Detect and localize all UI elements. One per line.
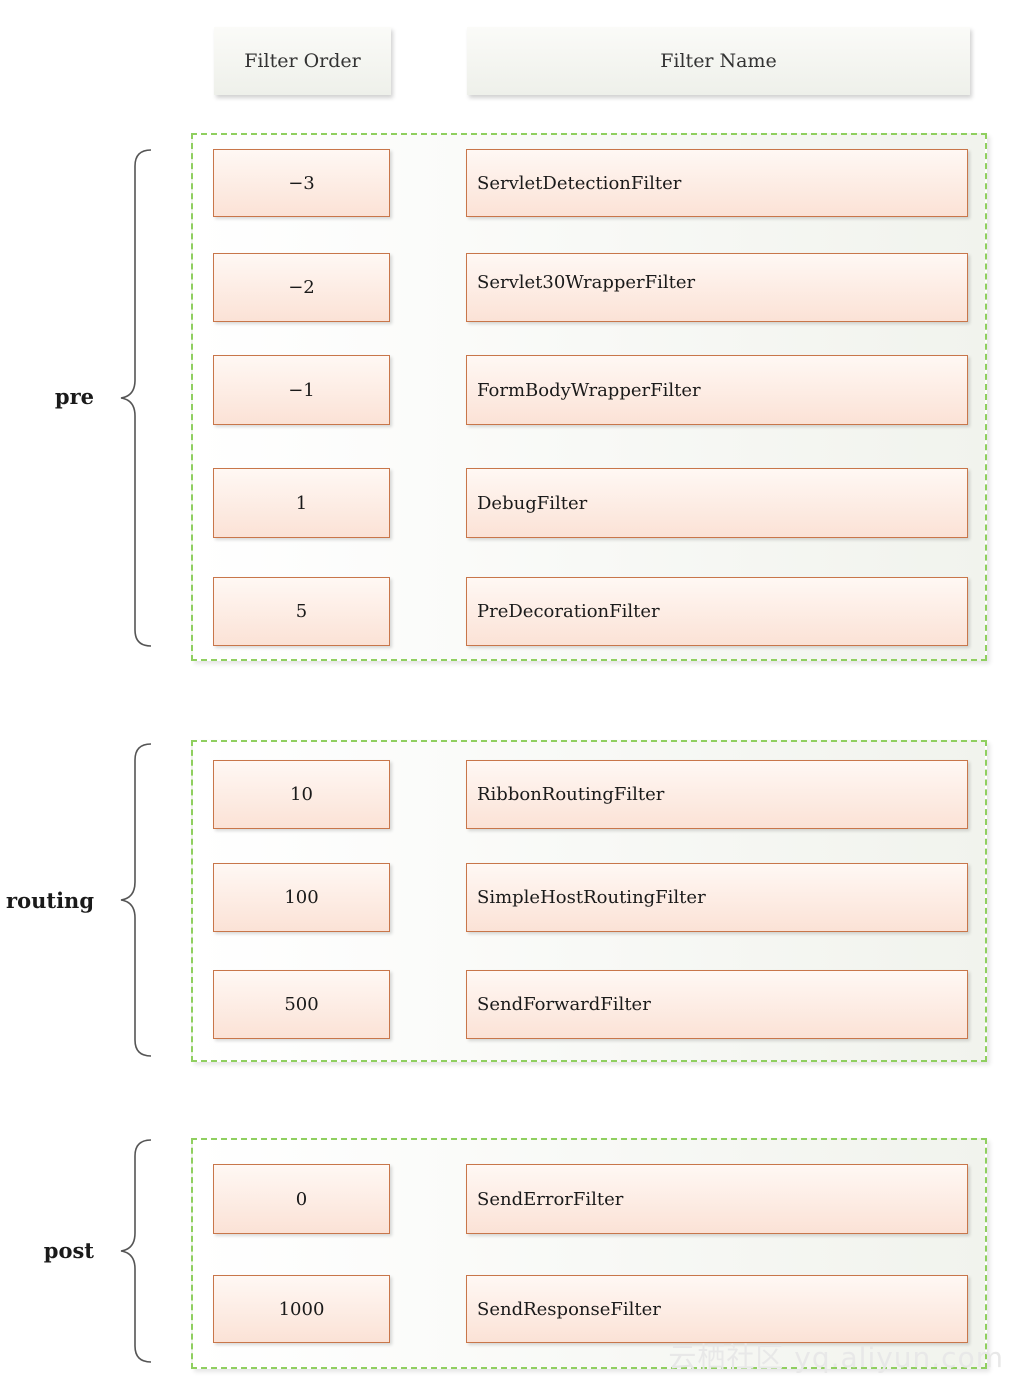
filter-name-cell: SendErrorFilter (466, 1164, 968, 1234)
filter-order-cell: −3 (213, 149, 390, 217)
filter-order-cell: 1 (213, 468, 390, 538)
filter-name-cell: ServletDetectionFilter (466, 149, 968, 217)
filter-order-cell: 1000 (213, 1275, 390, 1343)
routing-brace (120, 743, 152, 1057)
post-brace (120, 1139, 152, 1363)
filter-name-cell: DebugFilter (466, 468, 968, 538)
filter-order-cell: 100 (213, 863, 390, 932)
filter-name-cell: RibbonRoutingFilter (466, 760, 968, 829)
filter-name-cell: FormBodyWrapperFilter (466, 355, 968, 425)
filter-name-cell: SendForwardFilter (466, 970, 968, 1039)
filter-order-cell: 500 (213, 970, 390, 1039)
filter-order-header: Filter Order (214, 27, 391, 95)
pre-phase-label: pre (54, 384, 94, 409)
filter-order-cell: −1 (213, 355, 390, 425)
filter-order-cell: 0 (213, 1164, 390, 1234)
filter-order-cell: 10 (213, 760, 390, 829)
filter-name-cell: PreDecorationFilter (466, 577, 968, 646)
filter-name-cell: SimpleHostRoutingFilter (466, 863, 968, 932)
post-phase-label: post (43, 1238, 94, 1263)
filter-order-cell: −2 (213, 253, 390, 322)
filter-name-cell: Servlet30WrapperFilter (466, 253, 968, 322)
filter-name-cell: SendResponseFilter (466, 1275, 968, 1343)
pre-brace (120, 149, 152, 647)
filter-order-cell: 5 (213, 577, 390, 646)
routing-phase-label: routing (6, 888, 94, 913)
watermark: 云栖社区 yq.aliyun.com (668, 1341, 1004, 1374)
filter-name-header: Filter Name (467, 27, 970, 95)
